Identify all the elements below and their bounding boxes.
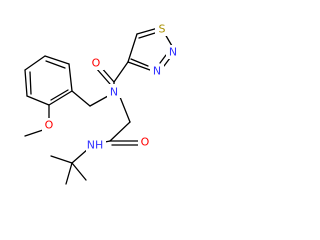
bond-n-ch2-glycyl xyxy=(119,96,131,123)
bond-ch2-ring xyxy=(71,90,91,107)
thiadiazole-sulfur-label: S xyxy=(159,23,166,36)
bond-c5-s-inner xyxy=(138,32,156,39)
bond-ar-4-inner xyxy=(29,71,32,95)
atom-label-layer: O N S N N O O NH xyxy=(42,22,180,152)
molecule-structure: O N S N N O O NH xyxy=(24,22,180,185)
bond-n-ch2-benzyl xyxy=(89,95,109,107)
bond-ar-5 xyxy=(26,95,50,106)
thiadiazole-nitrogen-label: N xyxy=(169,46,177,59)
bond-ar-6-inner xyxy=(50,89,69,101)
bond-ar-3 xyxy=(24,55,46,71)
bond-ar-4 xyxy=(24,69,28,97)
bond-layer xyxy=(24,27,173,185)
bond-c4-c5 xyxy=(127,33,138,63)
amide-oxygen-label: O xyxy=(141,136,150,149)
amine-nh-label: NH xyxy=(87,139,104,152)
bond-cco-o-2 xyxy=(95,67,111,85)
bond-n-c4 xyxy=(127,61,151,71)
amide-nitrogen-label: N xyxy=(110,86,118,99)
bond-ch2-camide xyxy=(109,121,131,142)
bond-ar-2 xyxy=(44,55,70,65)
thiadiazole-nitrogen-label: N xyxy=(153,65,161,78)
bond-n-n-inner xyxy=(159,54,167,64)
bond-c5-s xyxy=(136,27,159,35)
bond-ar-2-inner xyxy=(45,60,66,69)
bond-nh-cq xyxy=(71,148,89,164)
bond-o-me xyxy=(24,129,44,137)
bond-ar-6 xyxy=(48,90,73,106)
bond-cq-me1 xyxy=(50,155,73,164)
bond-cq-me3 xyxy=(71,162,87,181)
bond-n-c4-inner xyxy=(130,58,149,67)
bond-c4-cco xyxy=(113,61,129,83)
bond-n-n xyxy=(163,57,171,67)
bond-ar-1 xyxy=(68,63,73,92)
carbonyl-oxygen-label: O xyxy=(92,57,101,70)
methoxy-oxygen-label: O xyxy=(45,119,54,132)
bond-cq-me2 xyxy=(65,162,73,185)
